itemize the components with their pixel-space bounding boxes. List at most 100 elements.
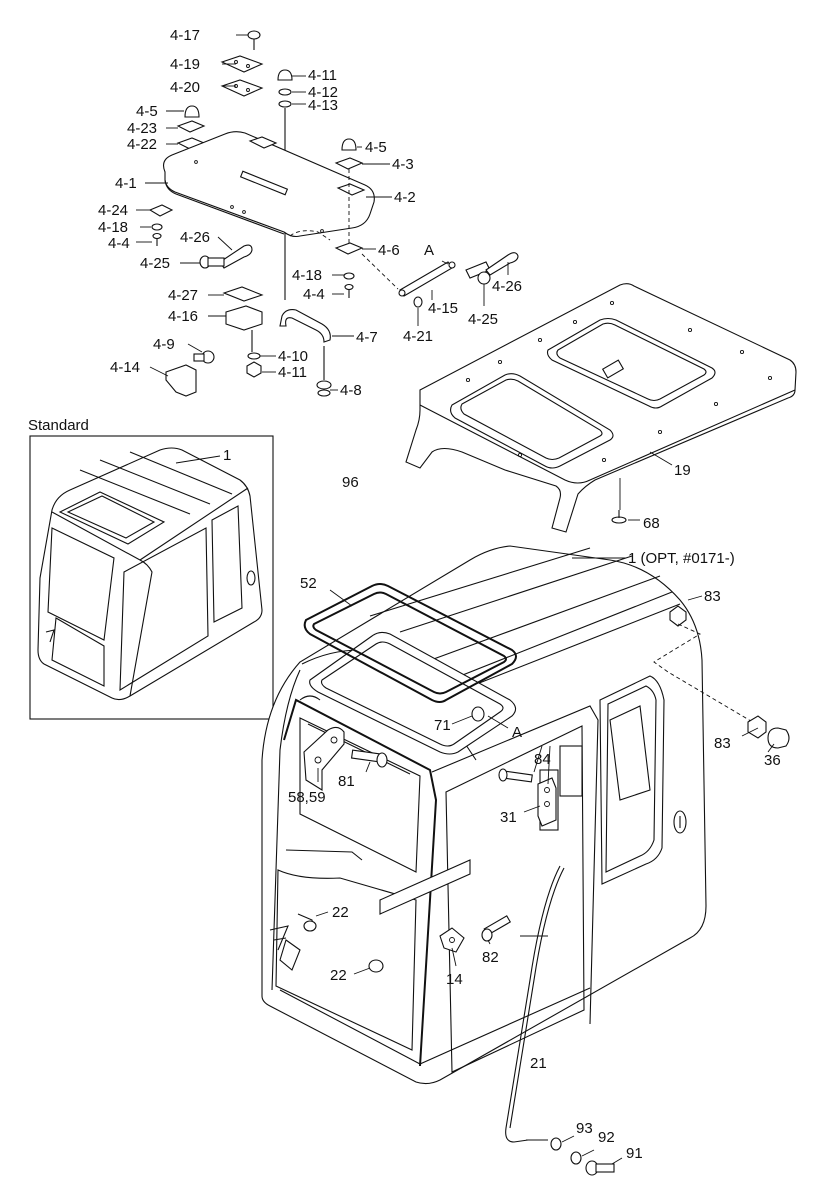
washer-4-13	[278, 100, 292, 108]
bracket-4-14	[165, 364, 197, 397]
label-4-27: 4-27	[168, 287, 198, 304]
part-labels: 4-17 4-19 4-20 4-11 4-12 4-13 4-5 4-23 4…	[28, 27, 781, 1162]
cap-nut-4-5-right	[341, 138, 357, 151]
plate-4-6	[334, 242, 364, 255]
plate-4-24	[148, 204, 174, 217]
label-4-24: 4-24	[98, 202, 128, 219]
clamp-22-upper	[297, 913, 317, 932]
washer-4-18-right	[343, 272, 355, 280]
main-leaders	[315, 557, 775, 1165]
bracket-14	[439, 927, 465, 953]
standard-inset	[29, 435, 274, 720]
plate-4-19	[220, 55, 264, 73]
label-82: 82	[482, 949, 499, 966]
label-4-11b: 4-11	[278, 364, 307, 381]
lanyard-4-26-right	[485, 252, 519, 276]
label-93: 93	[576, 1120, 593, 1137]
label-58-59: 58,59	[288, 789, 326, 806]
bolt-82	[481, 915, 512, 942]
label-4-3: 4-3	[392, 156, 414, 173]
cap-nut-4-11	[277, 69, 293, 81]
roof-cover-19	[405, 283, 797, 533]
label-4-10: 4-10	[278, 348, 308, 365]
plate-4-23	[176, 120, 206, 133]
nut-4-11	[246, 361, 262, 378]
bolt-84	[498, 768, 533, 783]
washer-4-12	[278, 88, 292, 96]
top-leaders	[136, 34, 509, 391]
label-92: 92	[598, 1129, 615, 1146]
label-4-7: 4-7	[356, 329, 378, 346]
label-96: 96	[342, 474, 359, 491]
label-4-9: 4-9	[153, 336, 175, 353]
label-4-26b: 4-26	[492, 278, 522, 295]
washer-4-10	[247, 352, 261, 360]
label-4-25a: 4-25	[140, 255, 170, 272]
nut-83-right	[747, 715, 767, 739]
bracket-58-59	[303, 726, 345, 791]
bolt-91	[585, 1160, 615, 1176]
bolt-4-4-left	[152, 232, 162, 246]
label-84: 84	[534, 751, 551, 768]
plate-4-20	[220, 79, 264, 97]
label-4-21: 4-21	[403, 328, 433, 345]
bolt-71	[471, 706, 485, 722]
label-standard: Standard	[28, 417, 89, 434]
label-4-8: 4-8	[340, 382, 362, 399]
bracket-31	[537, 777, 557, 827]
clamp-22-lower	[368, 959, 384, 973]
main-cab-1-opt	[261, 545, 707, 1085]
handrail-52	[303, 583, 517, 703]
label-4-14: 4-14	[110, 359, 140, 376]
screw-4-17	[247, 30, 261, 50]
cap-nut-4-5-left	[184, 105, 200, 118]
standard-cab-1	[37, 447, 263, 701]
label-4-22: 4-22	[127, 136, 157, 153]
pin-4-25-left	[199, 255, 225, 269]
label-4-15: 4-15	[428, 300, 458, 317]
plate-4-3	[334, 157, 364, 170]
label-4-12: 4-12	[308, 84, 338, 101]
handle-4-7	[279, 309, 331, 343]
bolt-4-8	[316, 346, 332, 397]
label-4-1: 4-1	[115, 175, 137, 192]
label-71: 71	[434, 717, 451, 734]
label-4-13: 4-13	[308, 97, 338, 114]
label-22b: 22	[330, 967, 347, 984]
label-4-16: 4-16	[168, 308, 198, 325]
washer-4-21	[413, 296, 423, 308]
plate-4-27	[222, 286, 264, 302]
rod-21	[505, 865, 565, 1143]
label-31: 31	[500, 809, 517, 826]
label-4-23: 4-23	[127, 120, 157, 137]
bolt-4-9	[193, 350, 215, 364]
label-19: 19	[674, 462, 691, 479]
label-1-opt: 1 (OPT, #0171-)	[628, 550, 735, 567]
lanyard-4-26-left	[219, 244, 253, 269]
label-4-5a: 4-5	[136, 103, 158, 120]
label-4-11a: 4-11	[308, 67, 337, 84]
pin-4-25-right	[465, 261, 491, 285]
label-4-5b: 4-5	[365, 139, 387, 156]
label-4-4a: 4-4	[108, 235, 130, 252]
label-81: 81	[338, 773, 355, 790]
label-4-17: 4-17	[170, 27, 200, 44]
label-1-standard: 1	[223, 447, 231, 464]
label-A1: A	[424, 242, 434, 259]
label-A2: A	[512, 724, 522, 741]
seven-mark	[269, 925, 289, 951]
label-22a: 22	[332, 904, 349, 921]
bolt-81	[350, 749, 388, 768]
label-21: 21	[530, 1055, 547, 1072]
label-4-2: 4-2	[394, 189, 416, 206]
label-91: 91	[626, 1145, 643, 1162]
label-4-19: 4-19	[170, 56, 200, 73]
label-4-26a: 4-26	[180, 229, 210, 246]
washer-93	[550, 1137, 562, 1151]
label-4-6: 4-6	[378, 242, 400, 259]
hinge-block-4-16	[225, 305, 263, 331]
label-4-4b: 4-4	[303, 286, 325, 303]
label-4-20: 4-20	[170, 79, 200, 96]
label-52: 52	[300, 575, 317, 592]
